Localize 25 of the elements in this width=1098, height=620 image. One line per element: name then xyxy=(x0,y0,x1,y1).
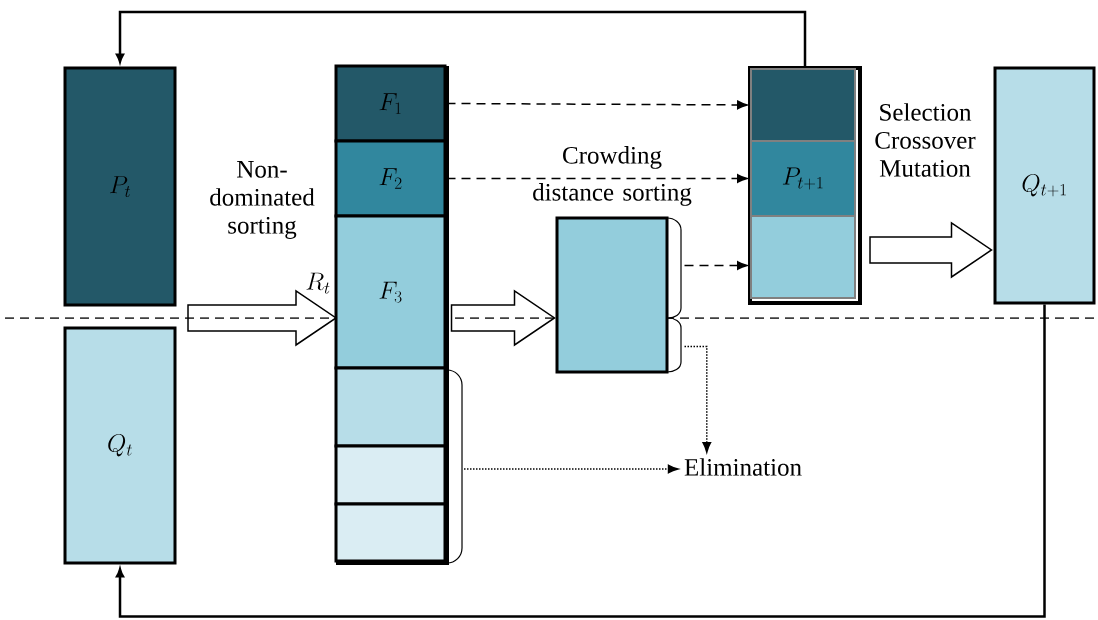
edge-label: Non-dominated sorting xyxy=(210,161,315,239)
edge-label: Selection Crossover Mutation xyxy=(875,103,976,177)
population-cell xyxy=(750,215,856,299)
block-arrow xyxy=(869,221,993,279)
population-box: $Q_{t+1}$ xyxy=(993,66,1096,305)
step-label: $R_t$ xyxy=(306,272,330,294)
arrow xyxy=(115,10,807,66)
front-cell xyxy=(334,502,447,563)
block-arrow xyxy=(187,289,338,347)
front-cell: $F_3$ xyxy=(334,214,447,370)
sorted-box xyxy=(555,216,669,374)
front-cell: $F_2$ xyxy=(334,139,447,218)
arrow xyxy=(683,261,748,270)
arrow xyxy=(115,304,1046,618)
block-arrow xyxy=(450,289,556,347)
elimination-text: Elimination xyxy=(684,458,802,476)
population-cell xyxy=(750,68,856,142)
front-cell: $F_1$ xyxy=(334,64,447,143)
population-box: $P_t$ xyxy=(63,66,177,307)
arrow xyxy=(683,345,712,453)
population-box: $Q_t$ xyxy=(63,326,177,565)
step-label: Crowding distance sorting xyxy=(533,146,692,206)
arrow xyxy=(463,464,679,474)
population-cell: $P_{t+1}$ xyxy=(750,140,856,217)
population-stack xyxy=(748,66,862,305)
